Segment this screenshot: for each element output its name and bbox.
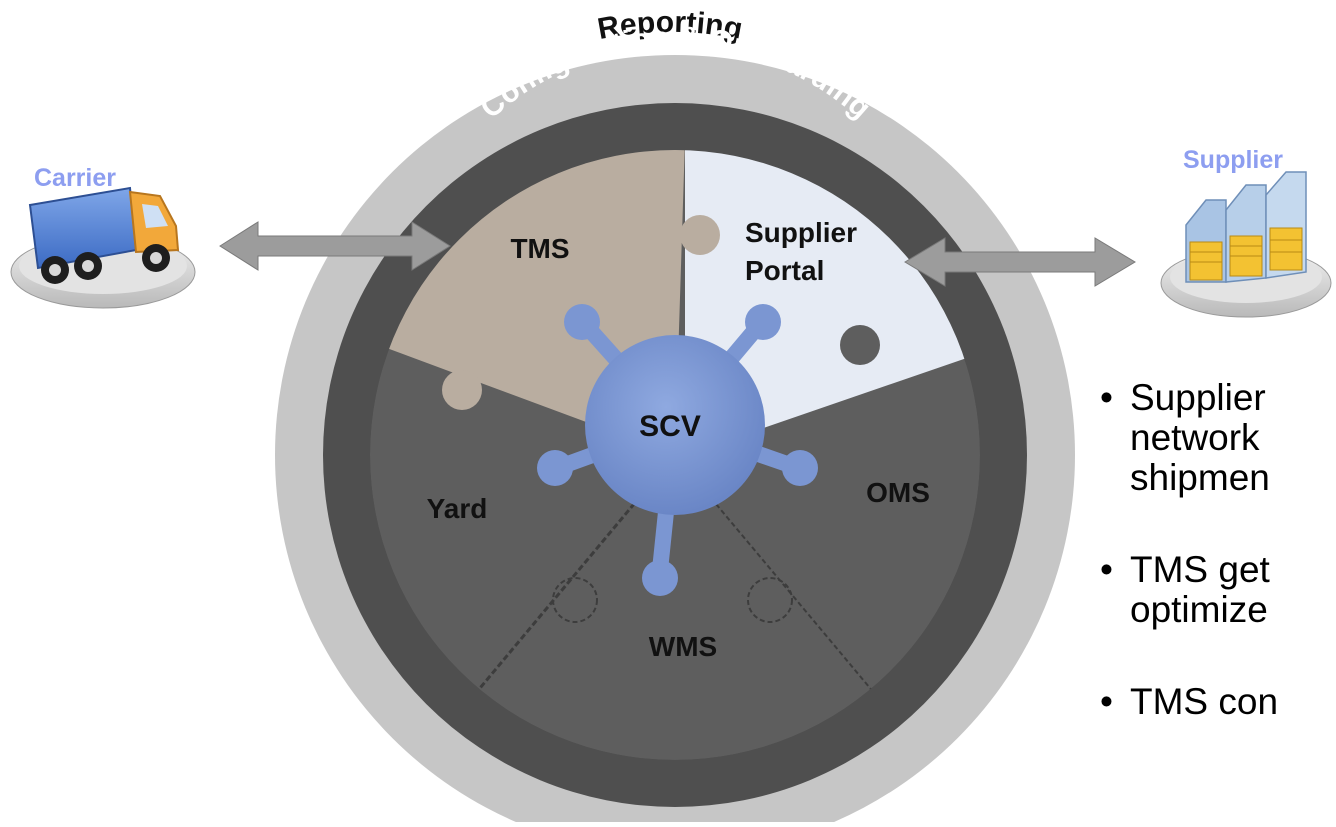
supplier-label: Supplier [1183, 146, 1284, 174]
bullet-item: Supplier network shipmen [1100, 378, 1336, 498]
truck-icon [10, 186, 196, 309]
bullet-line: Supplier [1130, 377, 1266, 418]
supplier-portal-label-line2: Portal [745, 255, 824, 286]
carrier-tms-arrow [219, 221, 451, 271]
bullet-line: TMS get [1130, 549, 1270, 590]
yard-label: Yard [427, 493, 488, 524]
wms-label: WMS [649, 631, 717, 662]
bullet-line: TMS con [1130, 681, 1279, 722]
bullet-list: Supplier network shipmen TMS get optimiz… [1100, 378, 1336, 723]
bullet-line: network [1130, 417, 1260, 458]
warehouse-icon [1160, 171, 1332, 318]
supplier-portal-label-line1: Supplier [745, 217, 857, 248]
scv-hub[interactable] [537, 304, 818, 596]
supplier-portal-arrow [904, 237, 1136, 287]
bullet-item: TMS get optimize [1100, 550, 1336, 630]
tms-label: TMS [510, 233, 569, 264]
oms-label: OMS [866, 477, 930, 508]
carrier-label: Carrier [34, 164, 116, 192]
bullet-item: TMS con [1100, 681, 1336, 723]
scv-label: SCV [639, 410, 701, 443]
bullet-line: shipmen [1130, 457, 1270, 498]
bullet-line: optimize [1130, 589, 1268, 630]
